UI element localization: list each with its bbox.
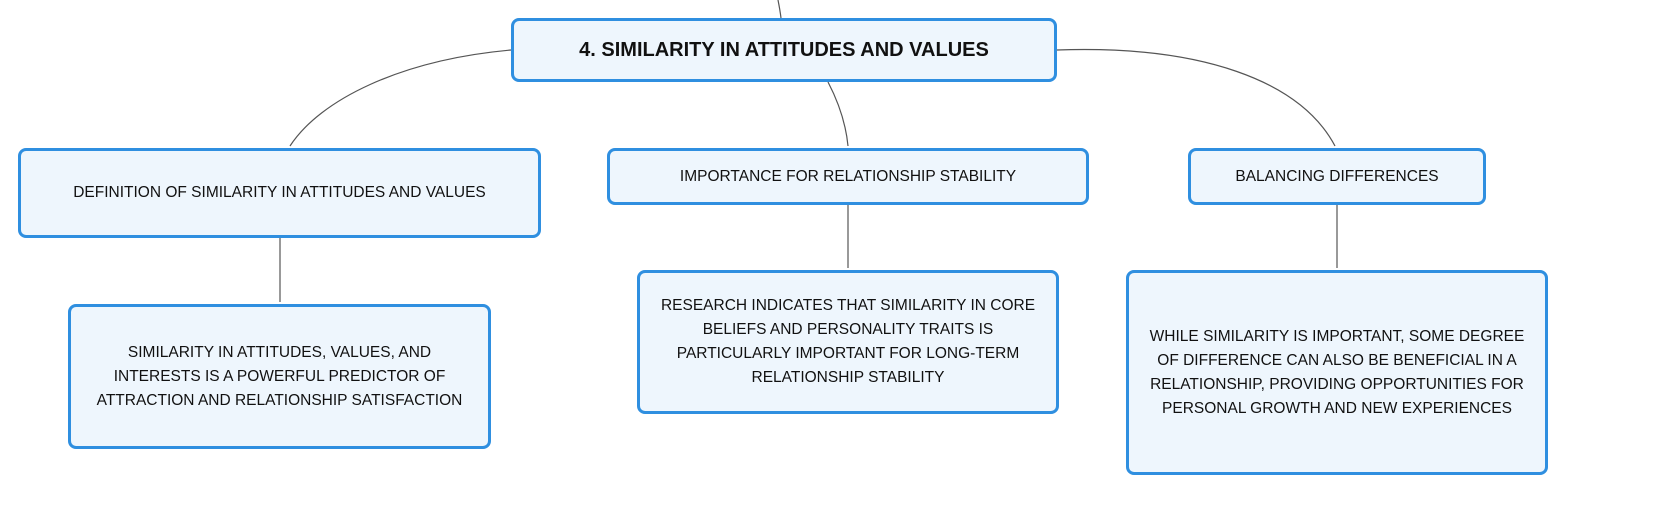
branch-definition[interactable]: DEFINITION OF SIMILARITY IN ATTITUDES AN… [18, 148, 541, 238]
branch-importance[interactable]: IMPORTANCE FOR RELATIONSHIP STABILITY [607, 148, 1089, 205]
branch-balancing[interactable]: BALANCING DIFFERENCES [1188, 148, 1486, 205]
connector-root-definition [289, 49, 512, 147]
connector-parent-root [777, 0, 782, 19]
connector-root-importance [827, 81, 849, 147]
branch-label: DEFINITION OF SIMILARITY IN ATTITUDES AN… [73, 184, 486, 201]
leaf-text: WHILE SIMILARITY IS IMPORTANT, SOME DEGR… [1149, 327, 1525, 417]
connector-root-balancing [1056, 48, 1336, 147]
leaf-definition[interactable]: SIMILARITY IN ATTITUDES, VALUES, AND INT… [68, 304, 491, 449]
leaf-text: RESEARCH INDICATES THAT SIMILARITY IN CO… [660, 297, 1036, 386]
root-node[interactable]: 4. SIMILARITY IN ATTITUDES AND VALUES [511, 18, 1057, 82]
branch-label: IMPORTANCE FOR RELATIONSHIP STABILITY [679, 167, 1017, 185]
leaf-importance[interactable]: RESEARCH INDICATES THAT SIMILARITY IN CO… [637, 270, 1059, 414]
root-label: 4. SIMILARITY IN ATTITUDES AND VALUES [579, 39, 989, 61]
branch-label: BALANCING DIFFERENCES [1235, 167, 1439, 185]
leaf-text: SIMILARITY IN ATTITUDES, VALUES, AND INT… [96, 343, 463, 409]
leaf-balancing[interactable]: WHILE SIMILARITY IS IMPORTANT, SOME DEGR… [1126, 270, 1548, 475]
